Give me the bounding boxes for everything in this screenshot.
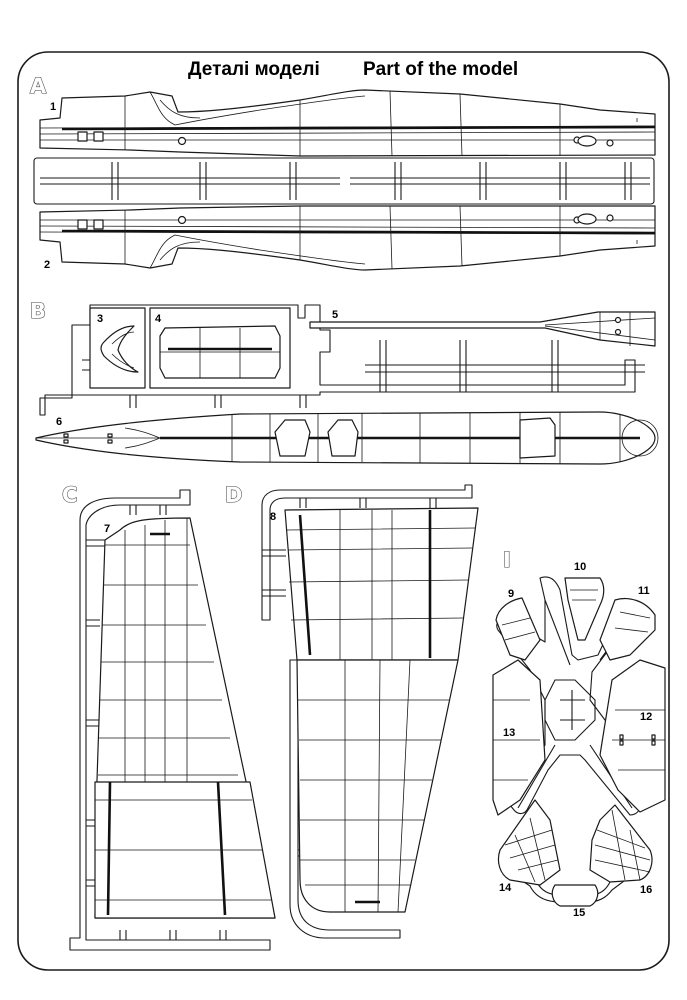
section-label-d: D xyxy=(225,483,242,507)
sheet-frame xyxy=(17,51,670,971)
sprue-a xyxy=(33,157,655,205)
part-number-5: 5 xyxy=(332,309,338,321)
section-label-b: B xyxy=(30,299,46,323)
sheet-title-english: Part of the model xyxy=(363,59,518,80)
part-number-12: 12 xyxy=(640,711,652,723)
part-number-4: 4 xyxy=(155,313,162,325)
part-number-2: 2 xyxy=(44,259,50,271)
boom-part-5 xyxy=(309,311,656,347)
part-number-8: 8 xyxy=(270,511,276,523)
wing-panel-part-8 xyxy=(284,507,479,913)
part-number-7: 7 xyxy=(104,523,110,535)
stabilizer-parts-i xyxy=(492,577,666,907)
cockpit-panel-part-4 xyxy=(159,325,281,379)
part-number-11: 11 xyxy=(638,585,650,597)
part-number-9: 9 xyxy=(508,588,514,600)
section-label-i: I xyxy=(503,548,511,572)
sprue-c xyxy=(69,489,271,951)
sheet-title-ukrainian: Деталі моделі xyxy=(188,59,320,80)
fuselage-half-part-2 xyxy=(39,205,656,271)
keel-part-6 xyxy=(35,411,659,465)
part-number-6: 6 xyxy=(56,416,62,428)
part-number-10: 10 xyxy=(574,561,586,573)
part-number-3: 3 xyxy=(97,313,103,325)
canopy-frame-part-3 xyxy=(100,325,139,373)
section-label-a: A xyxy=(30,74,47,98)
section-label-c: C xyxy=(62,483,77,507)
part-number-13: 13 xyxy=(503,727,515,739)
part-number-14: 14 xyxy=(499,882,512,894)
fuselage-half-part-1 xyxy=(39,89,656,157)
part-number-16: 16 xyxy=(640,884,652,896)
wing-panel-part-7 xyxy=(94,517,276,919)
part-number-15: 15 xyxy=(573,907,585,919)
part-number-1: 1 xyxy=(50,101,56,113)
